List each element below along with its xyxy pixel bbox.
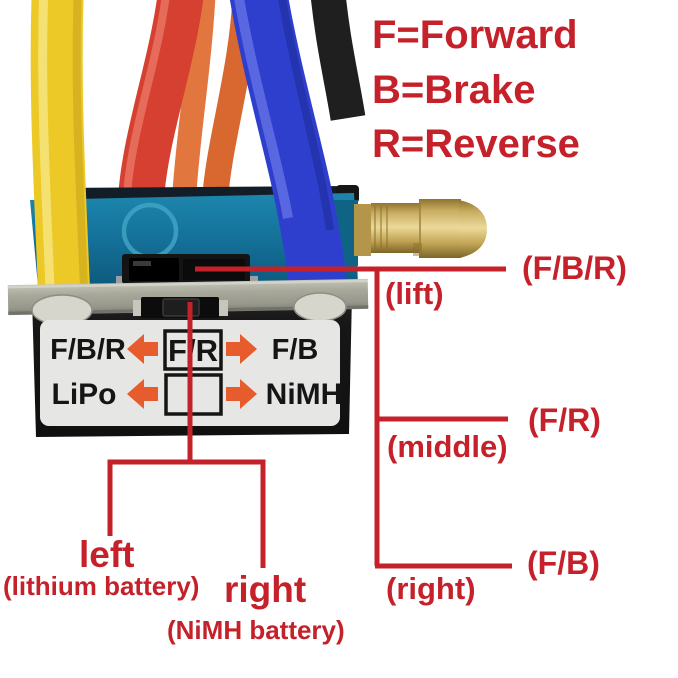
callout-line-battery-bracket — [107, 459, 266, 568]
connector-neck — [371, 203, 421, 253]
callout-position-middle: (middle) — [387, 429, 508, 464]
callout-position-right: (right) — [386, 571, 476, 606]
arrow-left-icon — [127, 334, 158, 364]
arrow-left-icon — [127, 379, 158, 409]
yellow-wire-shadow — [72, 0, 88, 289]
bullet-connector — [354, 199, 487, 258]
arrow-right-icon — [226, 334, 257, 364]
legend-line-reverse: R=Reverse — [372, 122, 580, 166]
blue-wire-shadow — [278, 0, 334, 231]
battery-callout-right-title: right — [224, 569, 307, 610]
battery-callout-left-subtitle: (lithium battery) — [3, 571, 200, 601]
lower-switch-tab-right — [218, 300, 228, 316]
plate-top-edge — [7, 279, 368, 289]
red-wire-highlight — [123, 0, 170, 197]
blue-wire-highlight — [234, 0, 293, 219]
red-wire — [118, 0, 204, 200]
connector-body — [419, 199, 461, 258]
connector-knurl — [374, 206, 388, 250]
arrow-right-icon — [226, 379, 257, 409]
callout-mode-fb: (F/B) — [527, 545, 600, 581]
legend-line-brake: B=Brake — [372, 68, 536, 112]
label-row2-left: LiPo — [52, 378, 117, 411]
esc-device — [30, 185, 487, 288]
label-row1-boxed: F/R — [168, 333, 218, 368]
wires-front — [30, 0, 347, 292]
connector-tip — [459, 200, 487, 258]
yellow-wire-highlight — [38, 0, 55, 289]
lower-slide-switch — [133, 297, 228, 318]
upper-switch-knob-highlight — [133, 261, 151, 266]
battery-callout-right-subtitle: (NiMH battery) — [167, 615, 345, 645]
switch-label-panel: F/B/R F/R F/B LiPo NiMH — [50, 329, 343, 416]
connector-groove — [413, 243, 422, 256]
label-row2-right: NiMH — [266, 378, 343, 411]
annotation-lines — [107, 266, 512, 569]
heatsink-body — [30, 193, 358, 286]
callout-mode-fbr: (F/B/R) — [522, 250, 627, 286]
yellow-wire — [30, 0, 90, 292]
lower-switch-knob — [162, 298, 200, 317]
legend-line-forward: F=Forward — [372, 13, 578, 57]
lower-switch-tab-left — [133, 300, 143, 316]
label-row1-right: F/B — [272, 334, 319, 366]
blue-wire — [229, 0, 347, 290]
callout-position-lift: (lift) — [385, 276, 444, 311]
label-row1-left: F/B/R — [50, 334, 126, 366]
connector-flange — [354, 204, 371, 256]
solder-blob-right — [293, 292, 347, 322]
black-wire — [311, 0, 366, 121]
orange-wire-left — [172, 0, 216, 201]
label-row2-box — [164, 373, 223, 416]
callout-mode-fr: (F/R) — [528, 402, 601, 438]
label-row1-box — [163, 329, 223, 371]
battery-callout-left-title: left — [79, 534, 135, 575]
